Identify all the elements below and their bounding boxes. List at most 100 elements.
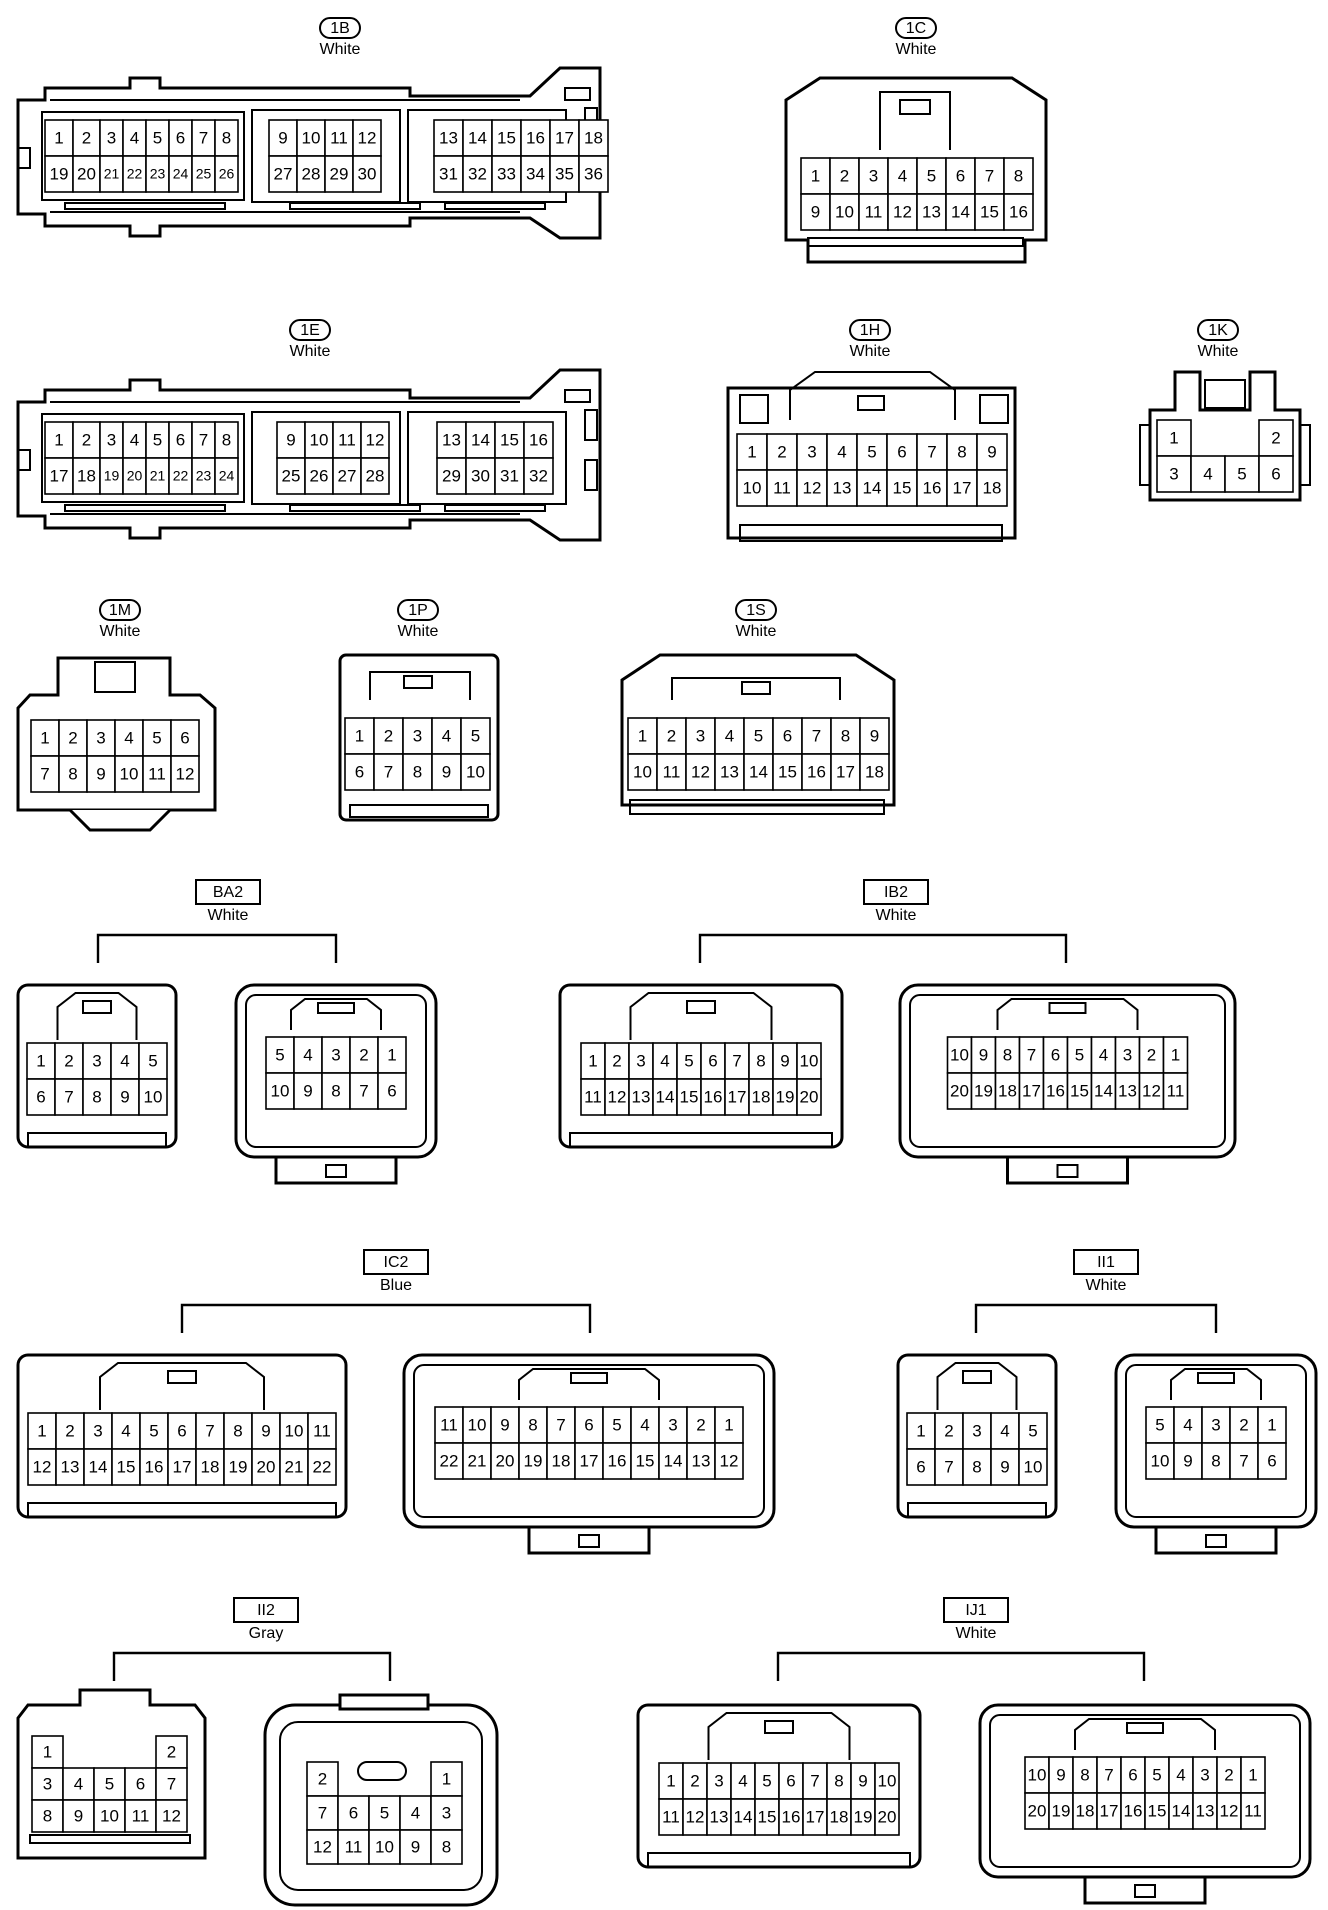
pin-number: 19 [974, 1081, 993, 1100]
pin-cell [214, 457, 239, 495]
pin-cell [778, 1798, 804, 1836]
pin-number: 4 [442, 726, 451, 745]
pin-number: 15 [1070, 1081, 1089, 1100]
pin-number: 7 [1239, 1451, 1248, 1470]
pin-number: 26 [219, 166, 235, 182]
pin-number: 19 [229, 1457, 248, 1476]
pin-number: 13 [692, 1451, 711, 1470]
pin-cell [1162, 1036, 1189, 1074]
pin-number: 18 [77, 466, 96, 485]
pin-number: 7 [812, 726, 821, 745]
pin-cell [1145, 1406, 1175, 1444]
pin-number: 1 [666, 1771, 675, 1790]
pin-cell [658, 1442, 688, 1480]
label-box [943, 1597, 1009, 1623]
pin-number: 16 [923, 478, 942, 497]
pin-number: 10 [1151, 1451, 1170, 1470]
pin-number: 1 [724, 1415, 733, 1434]
pin-number: 23 [150, 166, 166, 182]
pair-bracket [974, 1303, 1218, 1333]
pin-cell [111, 1448, 141, 1486]
pin-number: 3 [668, 1415, 677, 1434]
latch-hood [518, 1368, 660, 1400]
pin-number: 17 [728, 1087, 747, 1106]
pin-cell [1162, 1072, 1189, 1110]
pin-number: 7 [556, 1415, 565, 1434]
pin-cell [604, 1042, 630, 1080]
pin-number: 17 [173, 1457, 192, 1476]
connector-label-1k: 1K White [1197, 319, 1239, 360]
pin-number: 11 [345, 1837, 363, 1856]
pin-cell [377, 1072, 407, 1110]
pin-number: 6 [180, 728, 189, 747]
pin-cell [628, 1078, 654, 1116]
pin-cell [304, 421, 334, 459]
pin-number: 31 [500, 466, 519, 485]
pin-cell [887, 157, 918, 195]
pin-cell [138, 1078, 168, 1116]
latch [764, 1720, 794, 1734]
pin-number: 14 [1094, 1081, 1113, 1100]
pin-cell [368, 1795, 401, 1831]
pin-number: 8 [413, 762, 422, 781]
pin-cell [916, 433, 948, 471]
pin-cell [170, 755, 200, 793]
pin-cell [462, 1406, 492, 1444]
connector-color: White [1198, 343, 1239, 360]
pin-cell [652, 1042, 678, 1080]
pin-number: 7 [167, 1774, 176, 1793]
pin-number: 18 [752, 1087, 771, 1106]
pin-number: 17 [1022, 1081, 1041, 1100]
pin-number: 12 [691, 762, 710, 781]
pin-number: 8 [68, 764, 77, 783]
pin-cell [304, 457, 334, 495]
pin-cell [730, 1798, 756, 1836]
pin-number: 2 [840, 166, 849, 185]
pin-number: 10 [302, 128, 321, 147]
lock-tab [527, 1525, 651, 1555]
lock-tab [1006, 1155, 1129, 1185]
pin-number: 12 [358, 128, 377, 147]
pin-cell [748, 1042, 774, 1080]
pin-number: 8 [222, 128, 231, 147]
pin-cell [462, 119, 493, 157]
pin-cell [714, 1442, 744, 1480]
pin-number: 20 [950, 1081, 969, 1100]
pin-cell [676, 1042, 702, 1080]
pin-cell [460, 717, 491, 755]
pin-number: 4 [725, 726, 734, 745]
pin-number: 2 [612, 1051, 621, 1070]
pin-cell [307, 1448, 337, 1486]
pin-cell [1018, 1036, 1045, 1074]
pin-number: 7 [927, 442, 936, 461]
pin-number: 17 [580, 1451, 599, 1470]
pin-number: 8 [528, 1415, 537, 1434]
pin-cell [93, 1799, 126, 1833]
pin-cell [72, 421, 101, 459]
pin-number: 5 [471, 726, 480, 745]
pin-number: 13 [922, 202, 941, 221]
pin-cell [974, 157, 1005, 195]
pin-cell [700, 1078, 726, 1116]
latch [686, 1000, 716, 1014]
pin-number: 2 [696, 1415, 705, 1434]
pin-cell [332, 421, 362, 459]
pin-number: 14 [951, 202, 970, 221]
pin-number: 4 [411, 1803, 420, 1822]
pin-number: 8 [1211, 1451, 1220, 1470]
pin-number: 8 [233, 1421, 242, 1440]
pin-cell [518, 1406, 548, 1444]
label-pill [319, 17, 361, 39]
connector-id: 1K [1208, 322, 1228, 339]
pin-number: 7 [64, 1087, 73, 1106]
pin-number: 2 [777, 442, 786, 461]
pin-number: 20 [1028, 1801, 1047, 1820]
pin-number: 14 [468, 128, 487, 147]
pin-number: 9 [286, 430, 295, 449]
